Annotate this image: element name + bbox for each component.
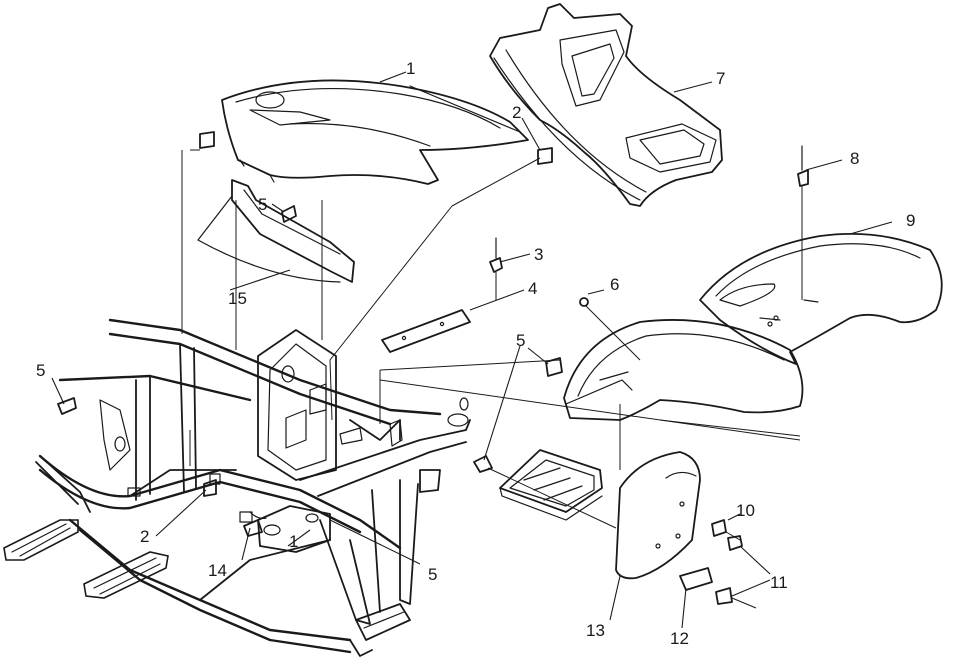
- callout-5-center: 5: [516, 331, 525, 350]
- callout-6: 6: [610, 275, 619, 294]
- assembly-lines: [181, 149, 803, 609]
- bolt-icon: [545, 357, 563, 377]
- fasteners: [57, 131, 809, 605]
- callout-14: 14: [208, 561, 227, 580]
- callout-3: 3: [534, 245, 543, 264]
- clip-icon: [203, 479, 217, 497]
- screw-icon: [797, 145, 809, 187]
- callout-15: 15: [228, 289, 247, 308]
- callout-1-top: 1: [406, 59, 415, 78]
- callout-5-bottom: 5: [428, 565, 437, 584]
- chassis-frame: [3, 318, 471, 657]
- nut-icon: [727, 535, 743, 551]
- bolt-icon: [281, 205, 297, 223]
- front-fender-part: [563, 319, 804, 421]
- front-cab-part: [221, 79, 529, 185]
- nut-icon: [715, 587, 733, 605]
- washer-icon: [711, 519, 727, 537]
- callout-labels: 1 1 2 2 3 4 5 5 5 5 6 7 8 9 10 11 12 13 …: [36, 59, 915, 648]
- callout-10: 10: [736, 501, 755, 520]
- callout-4: 4: [528, 279, 537, 298]
- callout-1-frame: 1: [289, 532, 298, 551]
- callout-8: 8: [850, 149, 859, 168]
- clip-icon: [537, 147, 553, 165]
- bolt-icon: [57, 397, 77, 415]
- callout-5-bracket: 5: [258, 195, 267, 214]
- footrest-bracket-part: [499, 449, 603, 521]
- callout-2-frame: 2: [140, 527, 149, 546]
- callout-5-left: 5: [36, 361, 45, 380]
- callout-13: 13: [586, 621, 605, 640]
- mounting-plate-part: [381, 309, 471, 353]
- support-bracket-part: [197, 179, 355, 283]
- callout-11: 11: [770, 573, 788, 592]
- callout-9: 9: [906, 211, 915, 230]
- clip-icon: [199, 131, 215, 149]
- callout-2-top: 2: [512, 103, 521, 122]
- callout-7: 7: [716, 69, 725, 88]
- mud-flap-part: [615, 451, 701, 580]
- nut-icon: [579, 297, 589, 307]
- rear-fender-part: [699, 232, 943, 365]
- callout-12: 12: [670, 629, 689, 648]
- pin-icon: [243, 519, 263, 537]
- bolt-icon: [473, 455, 493, 473]
- rear-cab-part: [489, 3, 723, 207]
- strap-plate-icon: [679, 567, 713, 591]
- rivet-icon: [489, 237, 503, 273]
- leader-lines: [51, 71, 893, 629]
